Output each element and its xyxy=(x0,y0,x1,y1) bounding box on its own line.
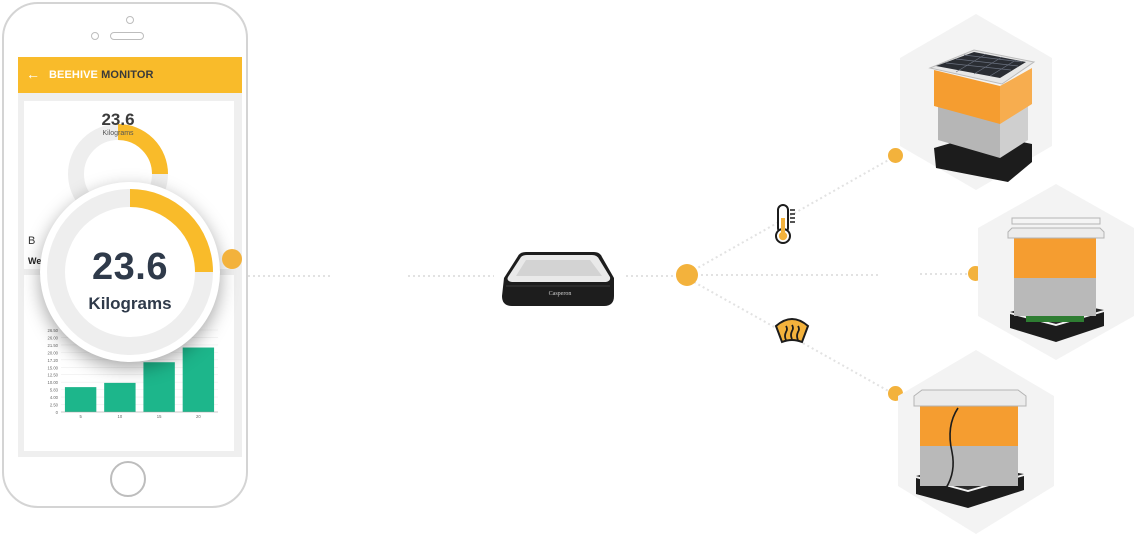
small-gauge-value: 23.6 xyxy=(101,110,135,129)
y-tick-label: 21.50 xyxy=(48,343,59,348)
app-bar: ← BEEHIVE MONITOR xyxy=(18,57,242,93)
y-tick-label: 15.00 xyxy=(48,365,59,370)
chart-bar xyxy=(143,362,175,412)
chart-bar xyxy=(182,347,215,412)
x-tick-label: 20 xyxy=(196,414,201,419)
phone-node xyxy=(222,249,242,269)
speaker-icon xyxy=(110,32,144,40)
x-tick-label: 15 xyxy=(157,414,162,419)
chart-bar xyxy=(64,387,97,412)
camera-icon xyxy=(126,16,134,24)
y-tick-label: 26.00 xyxy=(48,335,59,340)
y-tick-label: 10.00 xyxy=(48,380,59,385)
y-tick-label: 5.83 xyxy=(50,388,59,393)
y-tick-label: 0 xyxy=(56,410,59,415)
arrow-left-icon[interactable]: ← xyxy=(26,66,40,82)
gateway-brand: Casperon xyxy=(548,291,572,297)
y-tick-label: 4.00 xyxy=(50,395,59,400)
x-tick-label: 5 xyxy=(79,414,82,419)
y-tick-label: 20.00 xyxy=(48,350,59,355)
home-button[interactable] xyxy=(110,461,146,497)
weight-value: 23.6 xyxy=(92,246,168,288)
gateway-device-icon xyxy=(502,252,614,306)
chart-bar xyxy=(104,382,136,412)
gauge-magnifier: 23.6 Kilograms xyxy=(40,182,220,362)
app-title: BEEHIVE MONITOR xyxy=(49,69,154,81)
small-gauge-unit: Kilograms xyxy=(102,130,134,137)
small-gauge-fill xyxy=(117,124,168,175)
magnifier-gauge xyxy=(47,189,213,355)
beehive-solar-icon xyxy=(928,49,1036,182)
weight-unit: Kilograms xyxy=(88,294,172,313)
app-title-part1: BEEHIVE xyxy=(49,69,98,81)
chart-card-title: B xyxy=(28,235,36,247)
thermometer-icon xyxy=(775,204,795,244)
gauge-fill xyxy=(129,189,213,273)
y-tick-label: 26.50 xyxy=(48,328,59,333)
hive-node-top xyxy=(888,148,903,163)
chart-card-subtitle: We xyxy=(28,256,42,266)
heater-icon xyxy=(774,318,810,344)
sensor-dot-icon xyxy=(91,32,99,40)
hub-node xyxy=(676,264,698,286)
y-tick-label: 17.20 xyxy=(48,358,59,363)
beehive-wired-icon xyxy=(913,389,1027,508)
app-title-part2: MONITOR xyxy=(101,69,154,81)
y-tick-label: 12.50 xyxy=(48,373,59,378)
x-tick-label: 10 xyxy=(118,414,123,419)
beehive-icon xyxy=(1007,217,1105,342)
y-tick-label: 2.50 xyxy=(50,403,59,408)
